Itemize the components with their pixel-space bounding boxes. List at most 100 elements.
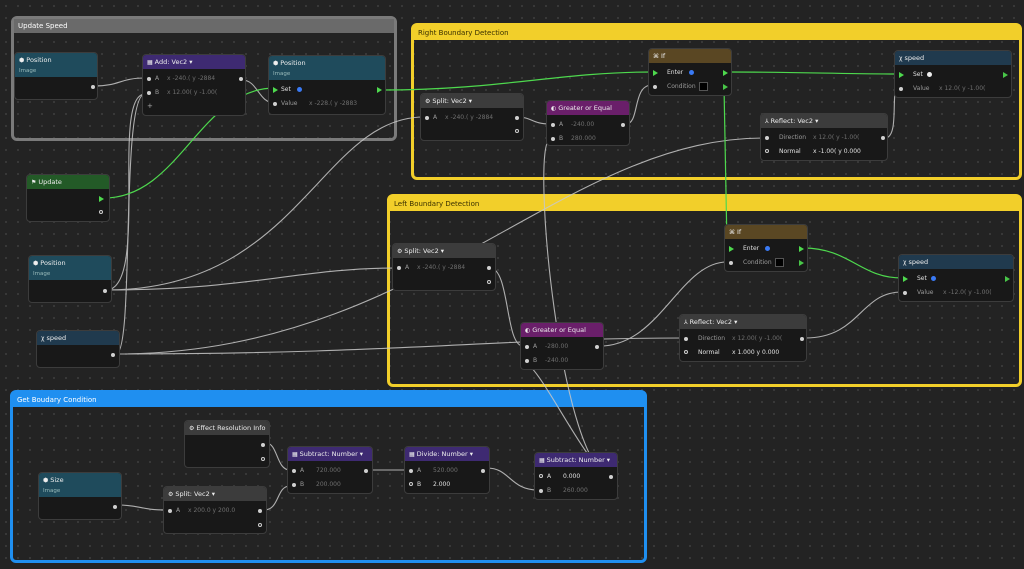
group-get-boundary-condition: Get Boudary Condition: [10, 390, 647, 563]
output-port-width[interactable]: [261, 443, 265, 447]
input-port-b[interactable]: [551, 137, 555, 141]
input-port-a[interactable]: [168, 509, 172, 513]
exec-output-port[interactable]: [1005, 276, 1010, 282]
output-port[interactable]: [481, 469, 485, 473]
output-port[interactable]: [103, 289, 107, 293]
exec-output-port[interactable]: [1003, 72, 1008, 78]
output-port-y[interactable]: [487, 280, 491, 284]
input-port-a[interactable]: [292, 469, 296, 473]
add-input-button[interactable]: +: [147, 102, 153, 110]
output-port[interactable]: [364, 469, 368, 473]
input-port-value[interactable]: [903, 291, 907, 295]
input-port-a[interactable]: [397, 266, 401, 270]
condition-checkbox[interactable]: [699, 82, 708, 91]
math-icon: ▦: [292, 451, 298, 458]
output-port[interactable]: [609, 475, 613, 479]
output-port[interactable]: [91, 85, 95, 89]
input-port-a[interactable]: [409, 469, 413, 473]
output-port-y[interactable]: [258, 523, 262, 527]
exec-input-port[interactable]: [729, 246, 734, 252]
output-port-x[interactable]: [515, 116, 519, 120]
exec-output-true[interactable]: [723, 70, 728, 76]
output-port[interactable]: [621, 123, 625, 127]
output-port-x[interactable]: [487, 266, 491, 270]
node-title: speed: [46, 334, 67, 342]
exec-output-port[interactable]: [99, 196, 104, 202]
input-port-b[interactable]: [525, 359, 529, 363]
input-port-b[interactable]: [292, 483, 296, 487]
exec-output-true[interactable]: [799, 246, 804, 252]
node-title: speed: [904, 54, 925, 62]
exec-indicator: [765, 246, 770, 251]
output-port[interactable]: [113, 505, 117, 509]
input-port-normal[interactable]: [765, 149, 769, 153]
output-port[interactable]: [800, 337, 804, 341]
node-title: Reflect: Vec2 ▾: [689, 318, 738, 326]
node-update[interactable]: ⚑Update: [26, 174, 110, 222]
input-port-a[interactable]: [539, 474, 543, 478]
exec-input-port[interactable]: [653, 70, 658, 76]
node-title: Subtract: Number ▾: [299, 450, 364, 458]
exec-output-port[interactable]: [377, 87, 382, 93]
math-icon: ▦: [147, 59, 153, 66]
output-port[interactable]: [881, 136, 885, 140]
node-greater-or-equal-mid[interactable]: ◐Greater or Equal A-280.00 B-240.00: [520, 322, 604, 370]
input-port-condition[interactable]: [653, 85, 657, 89]
exec-output-false[interactable]: [799, 260, 804, 266]
input-port-value[interactable]: [899, 87, 903, 91]
output-port-height[interactable]: [261, 457, 265, 461]
input-port-b[interactable]: [147, 91, 151, 95]
branch-icon: ⌘: [653, 53, 659, 60]
exec-output-false[interactable]: [723, 84, 728, 90]
node-effect-resolution-info[interactable]: ⚙Effect Resolution Info: [184, 420, 270, 468]
input-port-b[interactable]: [539, 489, 543, 493]
input-port-a[interactable]: [551, 123, 555, 127]
output-port[interactable]: [111, 353, 115, 357]
branch-icon: ⌘: [729, 229, 735, 236]
input-port-b[interactable]: [409, 482, 413, 486]
node-title: Divide: Number ▾: [416, 450, 473, 458]
input-port-normal[interactable]: [684, 350, 688, 354]
input-port-a[interactable]: [147, 77, 151, 81]
output-port-y[interactable]: [515, 129, 519, 133]
input-port-value[interactable]: [273, 102, 277, 106]
output-port[interactable]: [239, 77, 243, 81]
gear-icon: ⚙: [425, 98, 431, 105]
condition-checkbox[interactable]: [775, 258, 784, 267]
output-port-x[interactable]: [258, 509, 262, 513]
input-port-a[interactable]: [425, 116, 429, 120]
node-if-mid[interactable]: ⌘If Enter Condition: [724, 224, 808, 272]
input-port-direction[interactable]: [765, 136, 769, 140]
gear-icon: ⚙: [189, 425, 195, 432]
node-if-top[interactable]: ⌘If Enter Condition: [648, 48, 732, 96]
output-port[interactable]: [99, 210, 103, 214]
exec-input-port[interactable]: [899, 72, 904, 78]
node-title: Subtract: Number ▾: [546, 456, 611, 464]
input-port-direction[interactable]: [684, 337, 688, 341]
node-title: Split: Vec2 ▾: [432, 97, 473, 105]
exec-input-port[interactable]: [273, 87, 278, 93]
node-subtitle: Image: [43, 488, 61, 494]
exec-input-port[interactable]: [903, 276, 908, 282]
node-subtitle: Image: [19, 68, 37, 74]
input-port-a[interactable]: [525, 345, 529, 349]
output-port[interactable]: [595, 345, 599, 349]
input-port-condition[interactable]: [729, 261, 733, 265]
